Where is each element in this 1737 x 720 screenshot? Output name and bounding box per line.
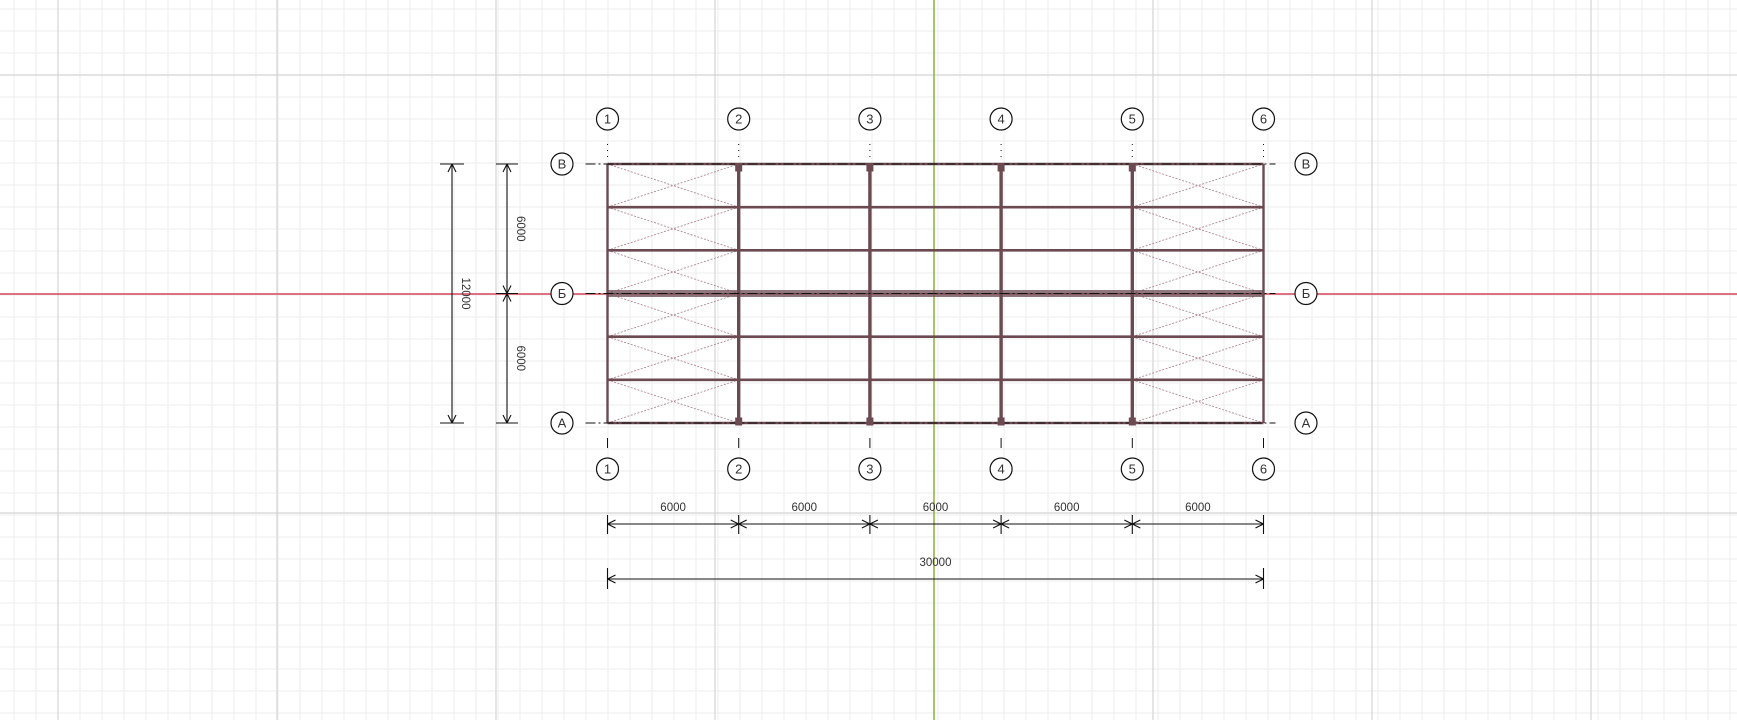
grid-bubble-label: 6 [1260, 462, 1267, 477]
grid-bubble-label: 3 [866, 112, 873, 127]
grid-bubble-circle [1294, 411, 1318, 435]
grid-bubble-circle [550, 152, 574, 176]
column-marker [735, 417, 743, 426]
grid-bubble-top-2[interactable]: 2 [727, 107, 751, 131]
grid-bubble-bottom-2[interactable]: 2 [727, 457, 751, 481]
grid-bubble-circle [1294, 152, 1318, 176]
grid-bubble-right-1[interactable]: Б [1294, 281, 1318, 306]
grid-bubble-bottom-5[interactable]: 5 [1120, 457, 1144, 481]
dimension-label: 6000 [514, 345, 526, 371]
dimension-arrow [607, 574, 616, 584]
dimension-arrow [992, 519, 1002, 529]
dimensions: 6000 6000 6000 6000 6000 30000 6000 6000 12000 [440, 163, 1265, 589]
dimension-label: 6000 [1185, 502, 1211, 514]
dimension-label: 6000 [660, 502, 686, 514]
grid-bubble-circle [595, 457, 620, 481]
grid-axis-lines [585, 144, 1276, 448]
grid-bubble-top-1[interactable]: 1 [595, 107, 620, 131]
grid-bubble-circle [1294, 281, 1318, 306]
grid-bubble-circle [858, 107, 882, 131]
dimension-arrow [607, 519, 616, 529]
column-marker [866, 417, 874, 426]
grid-bubble-top-6[interactable]: 6 [1251, 107, 1276, 131]
grid-bubble-circle [1251, 457, 1276, 481]
grid-bubble-label: А [1302, 416, 1311, 431]
dimension-arrow [730, 519, 739, 529]
grid-bubble-left-2[interactable]: В [550, 152, 574, 176]
grid-bubble-label: 3 [866, 462, 873, 477]
grid-bubble-label: 2 [735, 112, 742, 127]
dimension-label: 12000 [459, 278, 471, 310]
grid-bubble-circle [1251, 107, 1276, 131]
column-marker [997, 417, 1005, 426]
grid-bubble-label: 1 [604, 462, 611, 477]
grid-bubble-label: 5 [1129, 462, 1136, 477]
dimension-label: 6000 [792, 502, 818, 514]
grid-bubble-label: Б [558, 286, 567, 301]
grid-bubble-circle [1120, 457, 1144, 481]
dimension-arrow [1124, 519, 1133, 529]
grid-bubble-top-4[interactable]: 4 [989, 107, 1013, 131]
grid-bubble-right-2[interactable]: В [1294, 152, 1318, 176]
grid-bubble-label: 4 [997, 462, 1004, 477]
grid-bubble-label: 2 [735, 462, 742, 477]
dimension-arrow [447, 414, 457, 424]
grid-bubble-label: В [1302, 157, 1311, 172]
grid-bubble-label: 6 [1260, 112, 1267, 127]
grid-bubble-bottom-1[interactable]: 1 [595, 457, 620, 481]
dimension-label: 6000 [1054, 502, 1080, 514]
dimension-label: 6000 [923, 502, 949, 514]
dimension-arrow [502, 285, 512, 294]
grid-bubble-circle [727, 457, 751, 481]
grid-bubble-circle [727, 107, 751, 131]
column-marker [1128, 417, 1136, 426]
dimension-arrow [1255, 519, 1264, 529]
grid-bubble-circle [550, 411, 574, 435]
grid-bubble-top-3[interactable]: 3 [858, 107, 882, 131]
grid-bubble-label: Б [1302, 286, 1311, 301]
column-marker [1128, 163, 1136, 172]
dimension-arrow [1255, 574, 1264, 584]
dimension-arrow [1000, 519, 1010, 529]
grid-bubble-bottom-6[interactable]: 6 [1251, 457, 1276, 481]
grid-bubble-right-0[interactable]: А [1294, 411, 1318, 435]
grid-bubble-label: В [558, 157, 567, 172]
structural-plan[interactable] [585, 144, 1276, 448]
dimension-arrow [502, 293, 512, 302]
grid-bubble-bottom-4[interactable]: 4 [989, 457, 1013, 481]
column-marker [866, 163, 874, 172]
grid-bubble-top-5[interactable]: 5 [1120, 107, 1144, 131]
dimension-arrow [502, 414, 512, 424]
grid-bubble-label: 4 [997, 112, 1004, 127]
grid-bubble-left-0[interactable]: А [550, 411, 574, 435]
grid-bubble-circle [595, 107, 620, 131]
grid-bubble-circle [989, 107, 1013, 131]
grid-bubble-label: А [558, 416, 567, 431]
dimension-label: 30000 [920, 557, 952, 569]
dimension-arrow [502, 163, 512, 173]
grid-bubble-bottom-3[interactable]: 3 [858, 457, 882, 481]
grid-bubble-label: 1 [604, 112, 611, 127]
dimension-arrow [1132, 519, 1141, 529]
dimension-arrow [861, 519, 871, 529]
grid-bubble-left-1[interactable]: Б [550, 281, 574, 306]
grid-bubble-circle [858, 457, 882, 481]
column-marker [735, 163, 743, 172]
grid-bubble-circle [1120, 107, 1144, 131]
grid-bubble-circle [989, 457, 1013, 481]
dimension-arrow [869, 519, 879, 529]
column-marker [997, 163, 1005, 172]
dimension-arrow [738, 519, 747, 529]
dimension-arrow [447, 163, 457, 173]
grid-bubble-label: 5 [1129, 112, 1136, 127]
columns [735, 163, 1136, 426]
dimension-label: 6000 [514, 216, 526, 242]
grid-bubble-circle [550, 281, 574, 306]
